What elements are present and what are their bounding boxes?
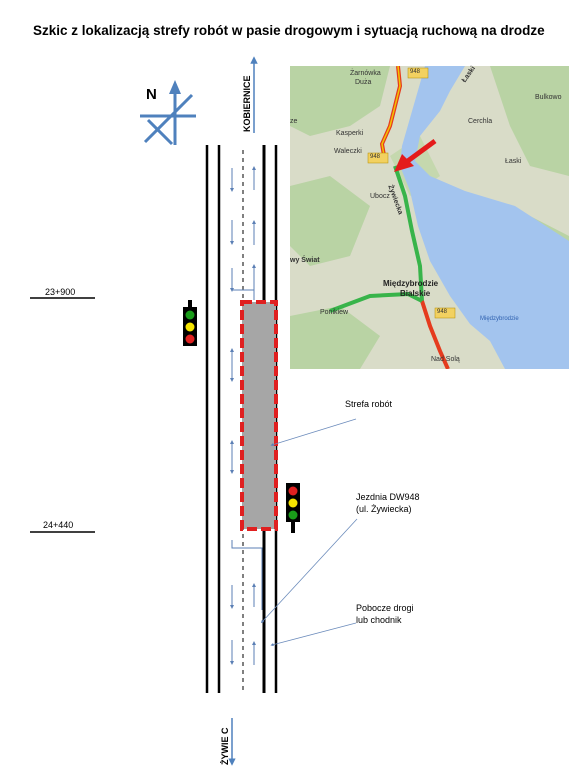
shoulder-label-2: lub chodnik: [356, 615, 402, 625]
direction-top-label: KOBIERNICE: [242, 75, 252, 132]
compass-icon: [140, 80, 196, 146]
page-title: Szkic z lokalizacją strefy robót w pasie…: [33, 23, 545, 38]
north-label: N: [146, 86, 157, 103]
map-place: wy Świat: [290, 257, 320, 264]
carriageway-label-1: Jezdnia DW948: [356, 492, 420, 502]
map-water-label: Międzybrodzie: [480, 316, 519, 322]
traffic-light-icon: [183, 300, 197, 346]
map-place: Łaski: [505, 158, 522, 165]
work-zone: [240, 300, 278, 531]
map-place: Duża: [355, 79, 372, 86]
carriageway-label-2: (ul. Żywiecka): [356, 504, 412, 514]
map-place: Żarnówka: [350, 70, 381, 77]
chainage-start: 23+900: [45, 287, 75, 297]
map-place: Ubocz: [370, 193, 390, 200]
map-labels: Żarnówka Duża 948 Łaski Bulkowo ze Cerch…: [290, 65, 569, 369]
map-place: Ponikiew: [320, 309, 349, 316]
location-map: [290, 66, 569, 369]
road-number: 948: [437, 309, 448, 315]
map-place: Nad Solą: [431, 356, 460, 363]
map-place: Bulkowo: [535, 94, 562, 101]
traffic-light-icon: [286, 483, 300, 533]
work-zone-label: Strefa robót: [345, 399, 393, 409]
road-number: 948: [370, 154, 381, 160]
map-place: Kasperki: [336, 130, 364, 137]
traffic-arrows: [230, 166, 256, 665]
shoulder-label-1: Pobocze drogi: [356, 603, 414, 613]
chainage-end: 24+440: [43, 520, 73, 530]
direction-bottom-label: ŻYWIE C: [220, 727, 230, 765]
map-place: Łaski: [460, 65, 477, 84]
map-place: ze: [290, 118, 298, 125]
map-place: Waleczki: [334, 148, 362, 155]
map-town: Bialskie: [400, 289, 431, 298]
map-place: Cerchla: [468, 118, 493, 125]
map-town: Międzybrodzie: [383, 279, 439, 288]
road-number: 948: [410, 69, 421, 75]
